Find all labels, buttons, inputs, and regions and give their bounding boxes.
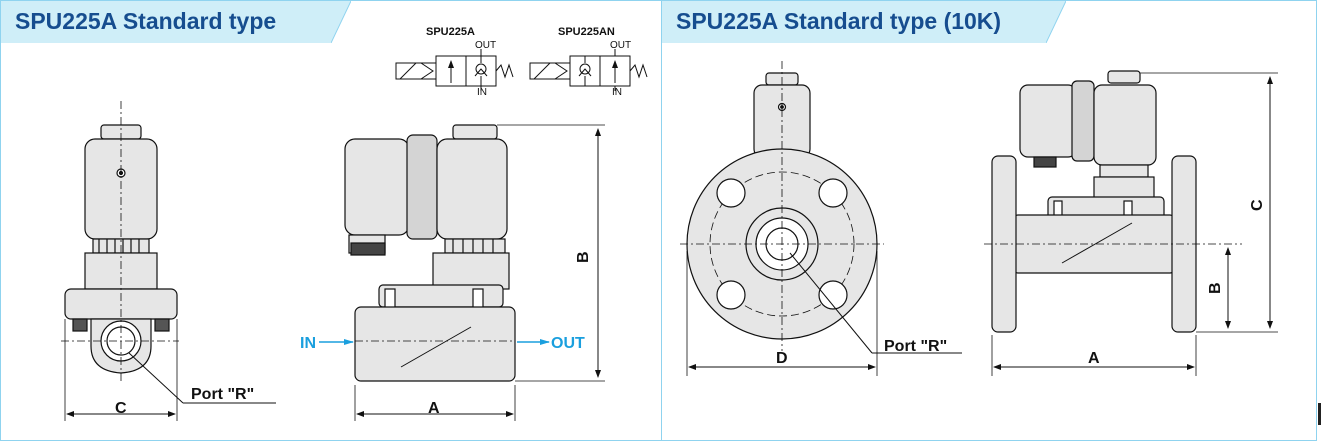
symbol-model-label: SPU225A (426, 26, 475, 38)
symbol-in-label: IN (477, 87, 487, 98)
symbol-out-label: OUT (610, 40, 631, 51)
valve-symbol-spu225an: SPU225AN OUT IN (529, 26, 648, 98)
symbol-in-label: IN (612, 87, 622, 98)
right-drawing-panel: SPU225A Standard type (10K) (661, 0, 1317, 441)
left-drawings: SPU225A OUT IN SPU225AN OUT IN (61, 26, 648, 421)
front-view-drawing (344, 124, 605, 421)
right-drawings: D Port "R" (680, 61, 1278, 376)
right-panel-title: SPU225A Standard type (10K) (676, 8, 1002, 34)
in-flow-label: IN (300, 335, 316, 352)
valve-symbol-spu225a: SPU225A OUT IN (395, 26, 514, 98)
side-view-drawing (61, 101, 276, 421)
tab-slash-decoration (331, 1, 351, 43)
port-r-label: Port "R" (884, 338, 947, 355)
left-panel-title: SPU225A Standard type (15, 8, 277, 34)
symbol-out-label: OUT (475, 40, 496, 51)
symbol-model-label: SPU225AN (558, 26, 615, 38)
left-title-tab: SPU225A Standard type (1, 1, 351, 43)
port-r-label: Port "R" (191, 386, 254, 403)
dim-b-label: B (575, 251, 592, 263)
right-title-tab: SPU225A Standard type (10K) (662, 1, 1066, 43)
page-edge-mark (1318, 403, 1321, 425)
out-flow-label: OUT (551, 335, 585, 352)
dim-a-label: A (428, 400, 440, 417)
page-edge (1317, 0, 1321, 441)
left-drawing-panel: SPU225A Standard type SPU225A OUT IN (0, 0, 662, 441)
dim-d-label: D (776, 350, 788, 367)
dim-b-label: B (1207, 282, 1224, 294)
tab-slash-decoration (1046, 1, 1066, 43)
dim-c-label: C (1249, 199, 1266, 211)
flanged-side-view-drawing (984, 70, 1278, 376)
dim-c-label: C (115, 400, 127, 417)
dim-a-label: A (1088, 350, 1100, 367)
flange-view-drawing (680, 61, 962, 376)
